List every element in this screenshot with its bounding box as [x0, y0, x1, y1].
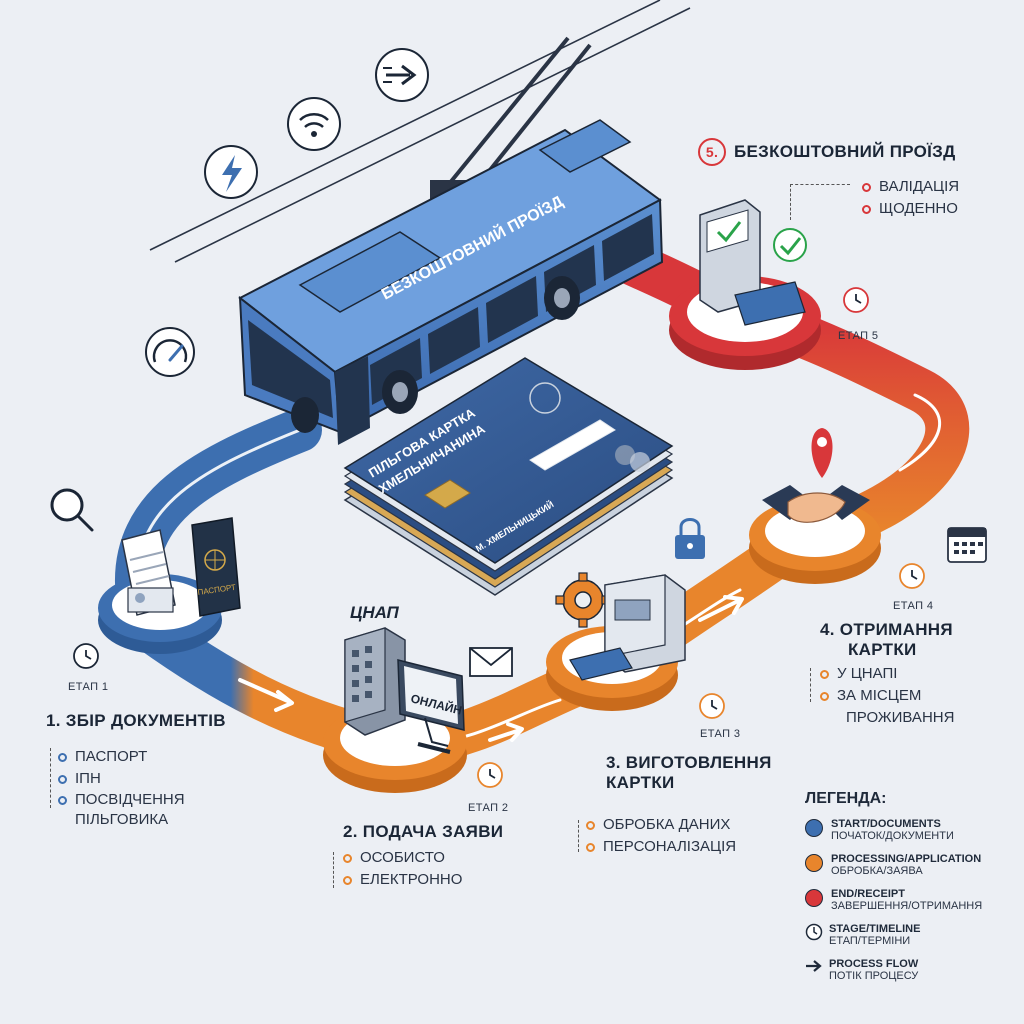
bullet-icon [343, 853, 352, 863]
etap-3-label: ЕТАП 3 [700, 728, 741, 740]
trolleybus [238, 36, 664, 445]
clock-icon [805, 923, 823, 941]
clock-icon [73, 643, 99, 669]
clock-icon [843, 287, 869, 313]
stage-5-item: ВАЛІДАЦІЯ [862, 176, 959, 198]
legend-swatch-red [805, 889, 823, 907]
stage-1-item: ПАСПОРТ [58, 746, 230, 768]
bullet-icon [586, 842, 595, 852]
gear-icon [555, 572, 611, 628]
bullet-icon [58, 796, 67, 805]
bullet-icon [58, 752, 67, 762]
stage-4-item: ЗА МІСЦЕМ [820, 685, 954, 707]
stage-5-item: ЩОДЕННО [862, 198, 959, 220]
stage-1-items: ПАСПОРТ ІПН ПОСВІДЧЕННЯ ПІЛЬГОВИКА [58, 746, 230, 830]
validator-icon [699, 199, 806, 326]
stage-3-title: 3. ВИГОТОВЛЕННЯ КАРТКИ [606, 753, 772, 792]
bullet-icon [862, 204, 871, 214]
documents-icon [121, 529, 176, 616]
arrow-icon [806, 960, 822, 972]
clock-icon [477, 762, 503, 788]
stage-1-bracket [50, 748, 51, 808]
clock-icon [899, 563, 925, 589]
bullet-icon [820, 669, 829, 679]
stage-3-items: ОБРОБКА ДАНИХ ПЕРСОНАЛІЗАЦІЯ [586, 814, 736, 858]
stage-5-number: 5. [698, 138, 726, 166]
check-icon [773, 228, 807, 262]
etap-5-label: ЕТАП 5 [838, 330, 879, 342]
stage-4-items: У ЦНАПІ ЗА МІСЦЕМ ПРОЖИВАННЯ [820, 663, 954, 729]
flow-arrows [238, 595, 744, 742]
stage-5-bracket-vertical [790, 184, 791, 220]
stage-4-item-continued: ПРОЖИВАННЯ [846, 709, 955, 726]
clock-icon [699, 693, 725, 719]
location-pin-icon [811, 428, 833, 478]
bullet-icon [586, 820, 595, 830]
bullet-icon [862, 182, 871, 192]
monitor-icon [397, 659, 465, 754]
stage-4-title: 4. ОТРИМАННЯ КАРТКИ [820, 620, 953, 659]
stage-5-title: 5. БЕЗКОШТОВНИЙ ПРОЇЗД [698, 138, 956, 166]
padlock-icon [675, 518, 705, 559]
fast-forward-icon [375, 48, 429, 102]
stage-3-item: ОБРОБКА ДАНИХ [586, 814, 736, 836]
envelope-icon [469, 647, 513, 677]
speedometer-icon [145, 327, 195, 377]
handshake-icon [762, 485, 870, 523]
legend-title: ЛЕГЕНДА: [805, 790, 887, 807]
lightning-icon [204, 145, 258, 199]
stage-1-item: ІПН [58, 768, 230, 790]
stage-3-bracket [578, 820, 579, 852]
stage-2-item: ОСОБИСТО [343, 847, 462, 869]
bullet-icon [58, 774, 67, 784]
etap-2-label: ЕТАП 2 [468, 802, 509, 814]
stage-2-title: 2. ПОДАЧА ЗАЯВИ [343, 822, 504, 841]
benefit-card-stack [343, 357, 674, 596]
overhead-wires [149, 0, 691, 263]
legend-swatch-blue [805, 819, 823, 837]
passport-icon [191, 517, 241, 617]
wifi-icon [287, 97, 341, 151]
calendar-icon [947, 527, 987, 563]
cnap-label: ЦНАП [350, 603, 400, 622]
stage-1-item: ПОСВІДЧЕННЯ ПІЛЬГОВИКА [58, 790, 230, 830]
stage-5-items: ВАЛІДАЦІЯ ЩОДЕННО [862, 176, 959, 220]
stage-4-item: У ЦНАПІ [820, 663, 954, 685]
legend-swatch-orange [805, 854, 823, 872]
search-icon [50, 488, 94, 532]
stage-2-items: ОСОБИСТО ЕЛЕКТРОННО [343, 847, 462, 891]
card-printer-icon [569, 574, 686, 681]
stage-2-item: ЕЛЕКТРОННО [343, 869, 462, 891]
bullet-icon [343, 875, 352, 885]
cnap-building-icon [344, 627, 406, 736]
stage-1-title: 1. ЗБІР ДОКУМЕНТІВ [46, 711, 226, 730]
stage-3-item: ПЕРСОНАЛІЗАЦІЯ [586, 836, 736, 858]
etap-1-label: ЕТАП 1 [68, 681, 109, 693]
stage-2-bracket [333, 852, 334, 888]
etap-4-label: ЕТАП 4 [893, 600, 934, 612]
stage-5-bracket [790, 184, 850, 221]
bullet-icon [820, 691, 829, 701]
stage-4-bracket [810, 668, 811, 702]
